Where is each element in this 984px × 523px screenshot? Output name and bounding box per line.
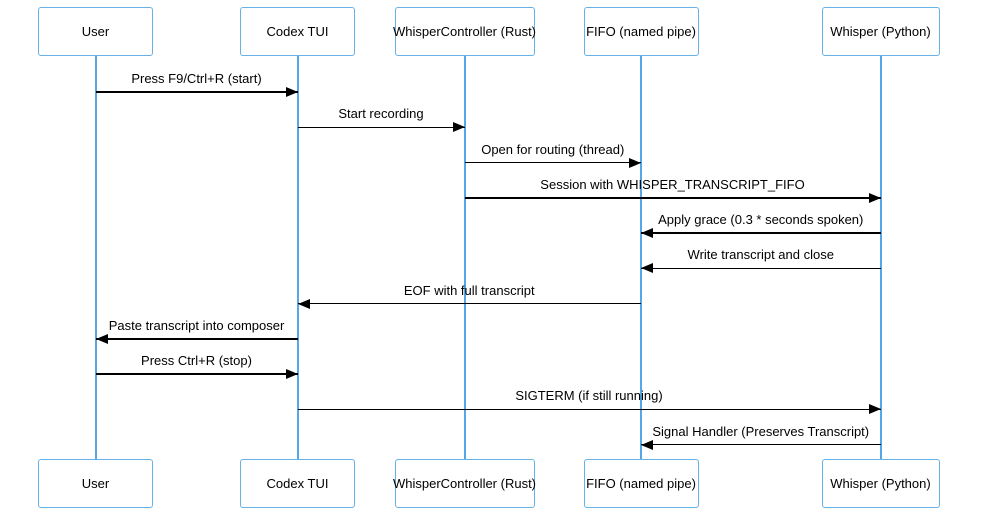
- actor-box-controller-top: WhisperController (Rust): [392, 7, 537, 56]
- lifeline-codex: [296, 56, 299, 459]
- lifeline-user: [94, 56, 97, 459]
- message-line: [95, 373, 298, 375]
- message-label: Start recording: [338, 106, 424, 122]
- message-label: Paste transcript into composer: [108, 317, 285, 333]
- message-line: [95, 91, 298, 93]
- actor-box-user-bottom: User: [38, 459, 153, 508]
- message-arrowhead: [641, 263, 653, 274]
- message-line: [641, 267, 881, 269]
- actor-label: Whisper (Python): [830, 476, 931, 491]
- message-arrowhead: [868, 404, 881, 415]
- actor-box-user-top: User: [38, 7, 153, 56]
- actor-label: User: [81, 476, 110, 491]
- message-line: [464, 197, 881, 199]
- message-arrowhead: [285, 87, 298, 97]
- message-line: [95, 338, 298, 340]
- message-label: Open for routing (thread): [481, 141, 625, 157]
- message-label: Signal Handler (Preserves Transcript): [652, 423, 870, 439]
- message-line: [641, 443, 881, 446]
- message-label: Session with WHISPER_TRANSCRIPT_FIFO: [540, 176, 805, 192]
- actor-label: User: [81, 24, 110, 39]
- message-arrowhead: [297, 298, 310, 309]
- actor-box-fifo-top: FIFO (named pipe): [583, 7, 699, 56]
- actor-box-codex-top: Codex TUI: [240, 7, 355, 56]
- actor-label: Whisper (Python): [830, 24, 931, 39]
- actor-box-controller-bottom: WhisperController (Rust): [392, 459, 537, 508]
- actor-label: Codex TUI: [266, 24, 329, 39]
- message-arrowhead: [868, 192, 881, 203]
- actor-label: FIFO (named pipe): [586, 476, 696, 491]
- lifeline-controller: [463, 56, 466, 459]
- message-arrowhead: [641, 228, 653, 238]
- message-line: [297, 126, 465, 128]
- message-arrowhead: [629, 157, 641, 168]
- message-line: [297, 408, 881, 410]
- message-arrowhead: [641, 439, 653, 450]
- message-arrowhead: [452, 122, 465, 133]
- message-label: Press F9/Ctrl+R (start): [131, 71, 262, 86]
- actor-label: WhisperController (Rust): [392, 24, 537, 39]
- message-label: EOF with full transcript: [403, 282, 535, 298]
- actor-label: FIFO (named pipe): [586, 24, 696, 39]
- actor-box-codex-bottom: Codex TUI: [240, 459, 355, 508]
- message-label: Write transcript and close: [687, 247, 834, 263]
- message-line: [464, 161, 641, 164]
- message-line: [297, 302, 641, 305]
- actor-label: Codex TUI: [266, 476, 329, 491]
- message-label: Press Ctrl+R (stop): [141, 353, 252, 368]
- lifeline-fifo: [640, 56, 642, 459]
- actor-label: WhisperController (Rust): [392, 476, 537, 491]
- message-label: Apply grace (0.3 * seconds spoken): [658, 212, 864, 227]
- message-line: [641, 232, 881, 234]
- actor-box-whisper-top: Whisper (Python): [821, 7, 940, 56]
- message-arrowhead: [285, 369, 298, 379]
- actor-box-whisper-bottom: Whisper (Python): [821, 459, 940, 508]
- message-label: SIGTERM (if still running): [515, 388, 663, 404]
- lifeline-whisper: [879, 56, 882, 459]
- actor-box-fifo-bottom: FIFO (named pipe): [583, 459, 699, 508]
- message-arrowhead: [95, 333, 108, 344]
